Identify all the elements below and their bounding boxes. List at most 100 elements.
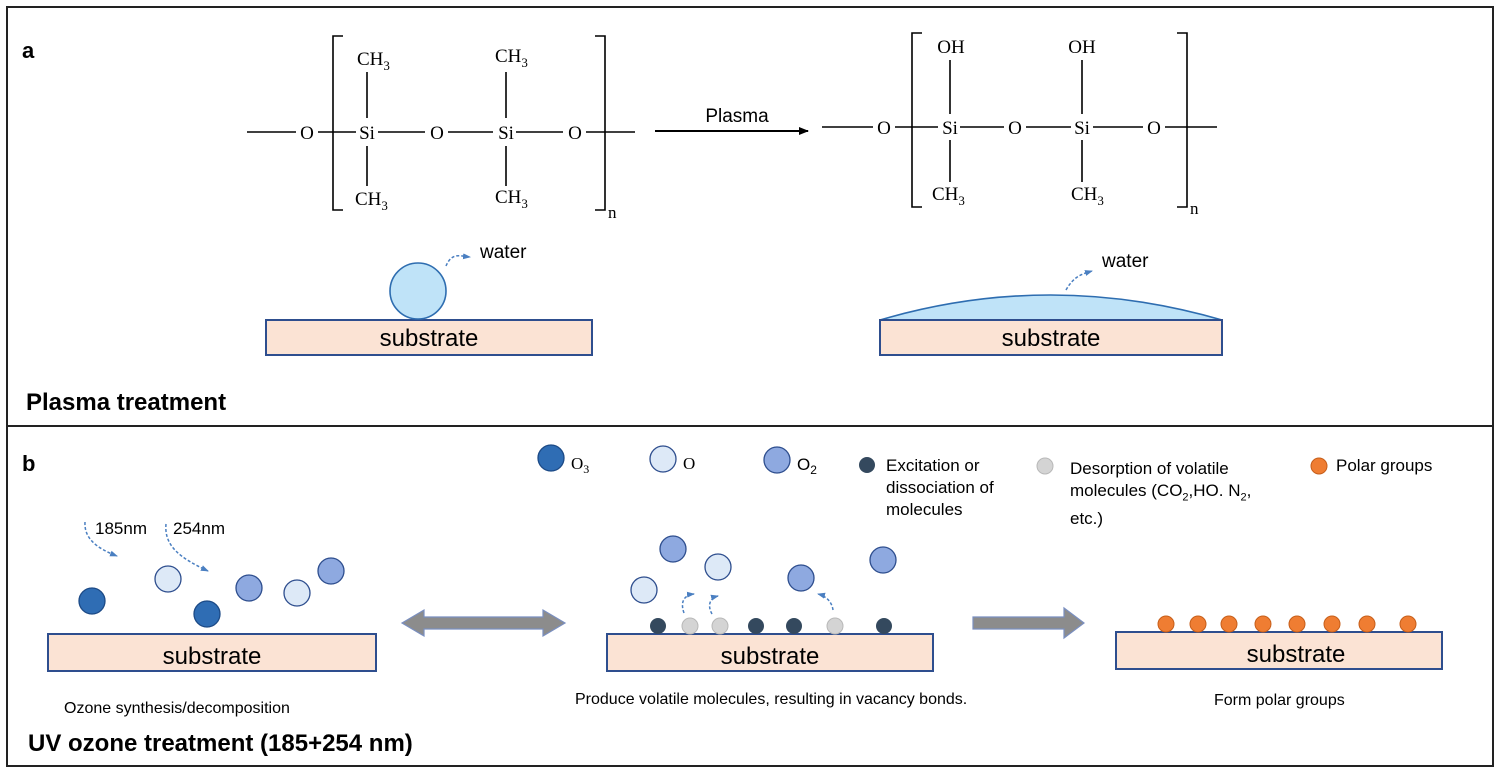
water-label: water	[479, 242, 527, 263]
legend-excitation-label: Excitation or dissociation of molecules	[886, 456, 994, 519]
oxygen-atom	[704, 553, 732, 581]
pdms-labels: O Si O Si O CH3 CH3 CH3 CH3 n	[300, 46, 617, 222]
repeat-unit-n: n	[608, 203, 617, 222]
hydroxyl-label: OH	[1068, 37, 1096, 58]
legend-o3-label: O3	[571, 454, 589, 476]
volatile-molecule	[826, 617, 844, 635]
silicon-label: Si	[359, 123, 375, 144]
desorption-arrow	[817, 592, 834, 611]
ozone-molecule	[78, 587, 106, 615]
silicon-label: Si	[942, 118, 958, 139]
reversible-reaction-arrow	[400, 608, 567, 638]
oxygen-label: O	[877, 118, 891, 139]
legend-o3-swatch	[537, 444, 565, 472]
legend: O3 O O2	[537, 444, 1328, 477]
panel-b	[6, 427, 1494, 767]
legend-o2-swatch	[763, 446, 791, 474]
caption-ozone: Ozone synthesis/decomposition	[64, 700, 290, 717]
plasma-arrow-label: Plasma	[705, 106, 769, 127]
caption-polar: Form polar groups	[1214, 692, 1345, 709]
oxygen-label: O	[568, 123, 582, 144]
oxygen-label: O	[300, 123, 314, 144]
excited-molecule	[876, 618, 892, 634]
methyl-label: CH3	[932, 184, 965, 208]
water-droplet-beaded	[389, 262, 447, 320]
oxidized-structure	[822, 32, 1217, 208]
legend-excitation-swatch	[859, 457, 875, 473]
excited-molecule	[650, 618, 666, 634]
forward-reaction-arrow	[972, 606, 1085, 640]
substrate-hydrophilic	[879, 319, 1223, 356]
oxygen-atom	[154, 565, 182, 593]
volatile-molecule	[681, 617, 699, 635]
substrate-volatile	[606, 633, 934, 672]
panel-a-label: a	[22, 38, 35, 63]
legend-desorption-swatch	[1036, 457, 1054, 475]
substrate-label: substrate	[163, 643, 262, 670]
oxygen-molecule	[659, 535, 687, 563]
oxygen-atom	[630, 576, 658, 604]
substrate-ozone	[47, 633, 377, 672]
polar-group	[1189, 615, 1207, 633]
polar-group	[1254, 615, 1272, 633]
uv-185-arrow	[84, 521, 118, 557]
silicon-label: Si	[498, 123, 514, 144]
polar-groups-row	[1157, 615, 1417, 633]
water-film-spread	[879, 294, 1223, 321]
uv-254-arrow	[165, 523, 209, 572]
substrate-label: substrate	[380, 325, 479, 352]
hydroxyl-label: OH	[937, 37, 965, 58]
oxygen-label: O	[430, 123, 444, 144]
excited-molecule	[786, 618, 802, 634]
legend-polar-swatch	[1310, 457, 1328, 475]
repeat-unit-n: n	[1190, 199, 1199, 218]
panel-a	[6, 6, 1494, 427]
methyl-label: CH3	[495, 187, 528, 211]
water-label: water	[1101, 251, 1149, 272]
polar-group	[1220, 615, 1238, 633]
methyl-label: CH3	[355, 189, 388, 213]
methyl-label: CH3	[1071, 184, 1104, 208]
substrate-polar	[1115, 631, 1443, 670]
water-pointer-arrow	[445, 253, 471, 267]
polar-group	[1157, 615, 1175, 633]
legend-desorption-label: Desorption of volatile molecules (CO2,HO…	[1070, 459, 1252, 529]
oxidized-labels: O Si O Si O OH OH CH3 CH3 n	[877, 37, 1199, 218]
panel-b-label: b	[22, 451, 36, 476]
oxygen-molecule	[787, 564, 815, 592]
oxygen-molecule	[317, 557, 345, 585]
legend-o2-label: O2	[797, 455, 817, 477]
methyl-label: CH3	[495, 46, 528, 70]
pdms-structure	[247, 35, 635, 211]
polar-group	[1323, 615, 1341, 633]
legend-polar-label: Polar groups	[1336, 456, 1433, 475]
oxygen-atom	[283, 579, 311, 607]
caption-volatile: Produce volatile molecules, resulting in…	[575, 691, 968, 708]
desorption-arrow	[708, 594, 719, 615]
silicon-label: Si	[1074, 118, 1090, 139]
water-pointer-arrow	[1065, 270, 1093, 291]
oxygen-molecule	[869, 546, 897, 574]
methyl-label: CH3	[357, 49, 390, 73]
substrate-label: substrate	[721, 643, 820, 670]
wavelength-254-label: 254nm	[173, 519, 225, 538]
polar-group	[1358, 615, 1376, 633]
desorption-arrow	[681, 591, 695, 614]
substrate-label: substrate	[1247, 641, 1346, 668]
legend-o-swatch	[649, 445, 677, 473]
polar-group	[1288, 615, 1306, 633]
excited-molecule	[748, 618, 764, 634]
ozone-molecule	[193, 600, 221, 628]
legend-o-label: O	[683, 454, 695, 473]
panel-b-title: UV ozone treatment (185+254 nm)	[28, 730, 413, 757]
wavelength-185-label: 185nm	[95, 519, 147, 538]
oxygen-molecule	[235, 574, 263, 602]
substrate-hydrophobic	[265, 319, 593, 356]
polar-group	[1399, 615, 1417, 633]
substrate-label: substrate	[1002, 325, 1101, 352]
volatile-molecule	[711, 617, 729, 635]
oxygen-label: O	[1147, 118, 1161, 139]
oxygen-label: O	[1008, 118, 1022, 139]
panel-a-title: Plasma treatment	[26, 389, 227, 416]
